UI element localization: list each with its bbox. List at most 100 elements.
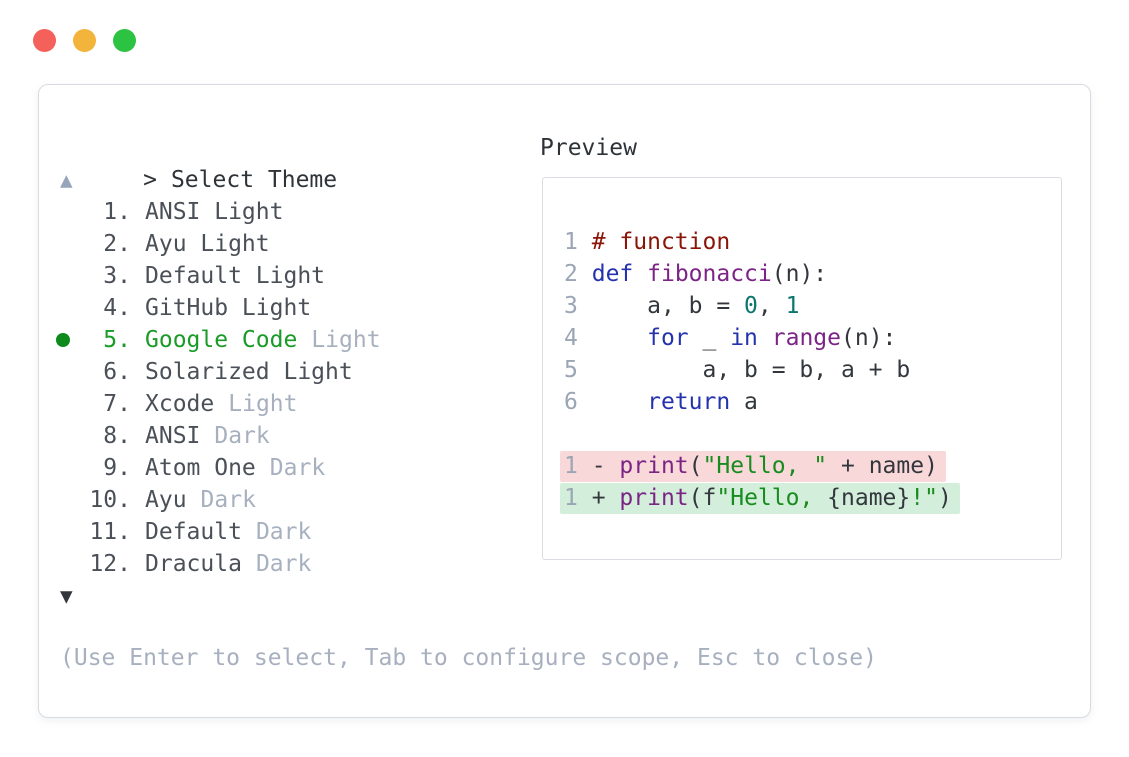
code-token: a, b = b, a + b: [591, 357, 911, 383]
theme-selector-panel: > Select Theme ▲ 1. ANSI Light 2. Ayu Light 3…: [38, 84, 1091, 718]
theme-item-number: 4.: [103, 295, 131, 321]
theme-item-name: Atom One: [145, 455, 256, 481]
theme-item-name: Ayu: [145, 487, 187, 513]
code-line: 2 def fibonacci(n):: [564, 258, 1061, 290]
code-token: "Hello, ": [702, 453, 828, 479]
bullet-slot: [60, 420, 89, 452]
bullet-slot: [60, 548, 89, 580]
preview-label: Preview: [540, 135, 637, 161]
code-token: in: [730, 325, 758, 351]
bullet-slot: [60, 388, 89, 420]
line-number: 5: [564, 357, 578, 383]
theme-list-item[interactable]: 10. Ayu Dark: [60, 484, 381, 516]
bullet-slot: [60, 356, 89, 388]
dialog-title: Select Theme: [170, 167, 338, 193]
code-token: +: [591, 485, 620, 511]
line-number: 3: [564, 293, 578, 319]
theme-item-name: Google Code: [145, 327, 298, 353]
theme-item-name: Dracula: [145, 551, 242, 577]
bullet-slot: [60, 452, 89, 484]
code-token: # function: [591, 229, 731, 255]
code-token: print: [619, 453, 689, 479]
code-token: [758, 325, 772, 351]
prompt-row: > Select Theme: [60, 132, 381, 193]
bullet-slot: [60, 292, 89, 324]
selected-bullet-icon: [56, 324, 89, 356]
diff-preview: 1 - print("Hello, " + name)1 + print(f"H…: [560, 450, 1061, 514]
code-token: [633, 261, 647, 287]
theme-selector-column: > Select Theme ▲ 1. ANSI Light 2. Ayu Light 3…: [56, 132, 381, 612]
theme-item-name: Ayu Light: [145, 231, 270, 257]
diff-line: 1 - print("Hello, " + name): [560, 450, 1061, 482]
theme-item-variant: Dark: [200, 487, 256, 513]
diff-highlight: 1 - print("Hello, " + name): [560, 451, 946, 482]
theme-list-item[interactable]: 1. ANSI Light: [60, 196, 381, 228]
code-token: "Hello,: [716, 485, 828, 511]
line-number: 1: [564, 453, 578, 479]
zoom-button[interactable]: [113, 29, 136, 52]
code-token: (: [688, 453, 703, 479]
code-preview: 1 # function 2 def fibonacci(n): 3 a, b = …: [564, 226, 1061, 418]
theme-item-number: 10.: [89, 487, 131, 513]
bullet-slot: [60, 260, 89, 292]
line-number: 4: [564, 325, 578, 351]
theme-item-variant: Dark: [269, 455, 326, 481]
code-token: ): [937, 485, 952, 511]
theme-item-variant: Dark: [255, 519, 312, 545]
code-token: def: [591, 261, 634, 287]
code-token: 1: [785, 293, 800, 319]
theme-item-number: 9.: [103, 455, 131, 481]
code-token: a, b =: [591, 293, 745, 319]
theme-item-variant: Dark: [255, 551, 312, 577]
theme-list-item[interactable]: 5. Google Code Light: [56, 324, 381, 356]
theme-list-item[interactable]: 4. GitHub Light: [60, 292, 381, 324]
theme-list-item[interactable]: 2. Ayu Light: [60, 228, 381, 260]
theme-item-variant: Dark: [214, 423, 270, 449]
line-number: 1: [564, 229, 578, 255]
theme-item-number: 11.: [89, 519, 131, 545]
bullet-slot: [60, 196, 89, 228]
code-line: 5 a, b = b, a + b: [564, 354, 1061, 386]
code-token: 0: [744, 293, 758, 319]
theme-item-variant: Light: [228, 391, 298, 417]
theme-item-variant: Light: [311, 327, 381, 353]
theme-item-number: 5.: [103, 327, 131, 353]
prompt-marker: >: [143, 167, 157, 193]
theme-item-number: 1.: [103, 199, 131, 225]
theme-item-number: 2.: [103, 231, 131, 257]
scroll-down-indicator[interactable]: ▼: [60, 584, 73, 608]
theme-item-name: ANSI Light: [145, 199, 284, 225]
theme-item-number: 8.: [103, 423, 131, 449]
preview-pane: 1 # function 2 def fibonacci(n): 3 a, b = …: [542, 177, 1062, 560]
minimize-button[interactable]: [73, 29, 96, 52]
theme-list-item[interactable]: 9. Atom One Dark: [60, 452, 381, 484]
theme-list-item[interactable]: 7. Xcode Light: [60, 388, 381, 420]
code-token: + name): [827, 453, 938, 479]
theme-item-number: 12.: [89, 551, 131, 577]
code-token: !": [910, 485, 938, 511]
theme-list-item[interactable]: 3.Default Light: [60, 260, 381, 292]
theme-item-name: Solarized Light: [145, 359, 353, 385]
close-button[interactable]: [33, 29, 56, 52]
code-token: {name}: [827, 485, 911, 511]
theme-list-item[interactable]: 12. Dracula Dark: [60, 548, 381, 580]
bullet-slot: [60, 484, 89, 516]
code-token: for: [647, 325, 689, 351]
diff-line: 1 + print(f"Hello, {name}!"): [560, 482, 1061, 514]
theme-item-name: GitHub Light: [145, 295, 312, 321]
code-line: 4 for _ in range(n):: [564, 322, 1061, 354]
code-line: 6 return a: [564, 386, 1061, 418]
theme-item-number: 7.: [103, 391, 131, 417]
code-token: a: [730, 389, 758, 415]
code-token: [592, 325, 647, 351]
code-token: _: [688, 325, 731, 351]
theme-list-item[interactable]: 6.Solarized Light: [60, 356, 381, 388]
keyboard-hints: (Use Enter to select, Tab to configure s…: [60, 645, 877, 671]
code-token: ,: [757, 293, 786, 319]
code-token: fibonacci: [647, 261, 772, 287]
theme-item-name: Xcode: [145, 391, 215, 417]
scroll-up-indicator[interactable]: ▲: [60, 168, 73, 192]
